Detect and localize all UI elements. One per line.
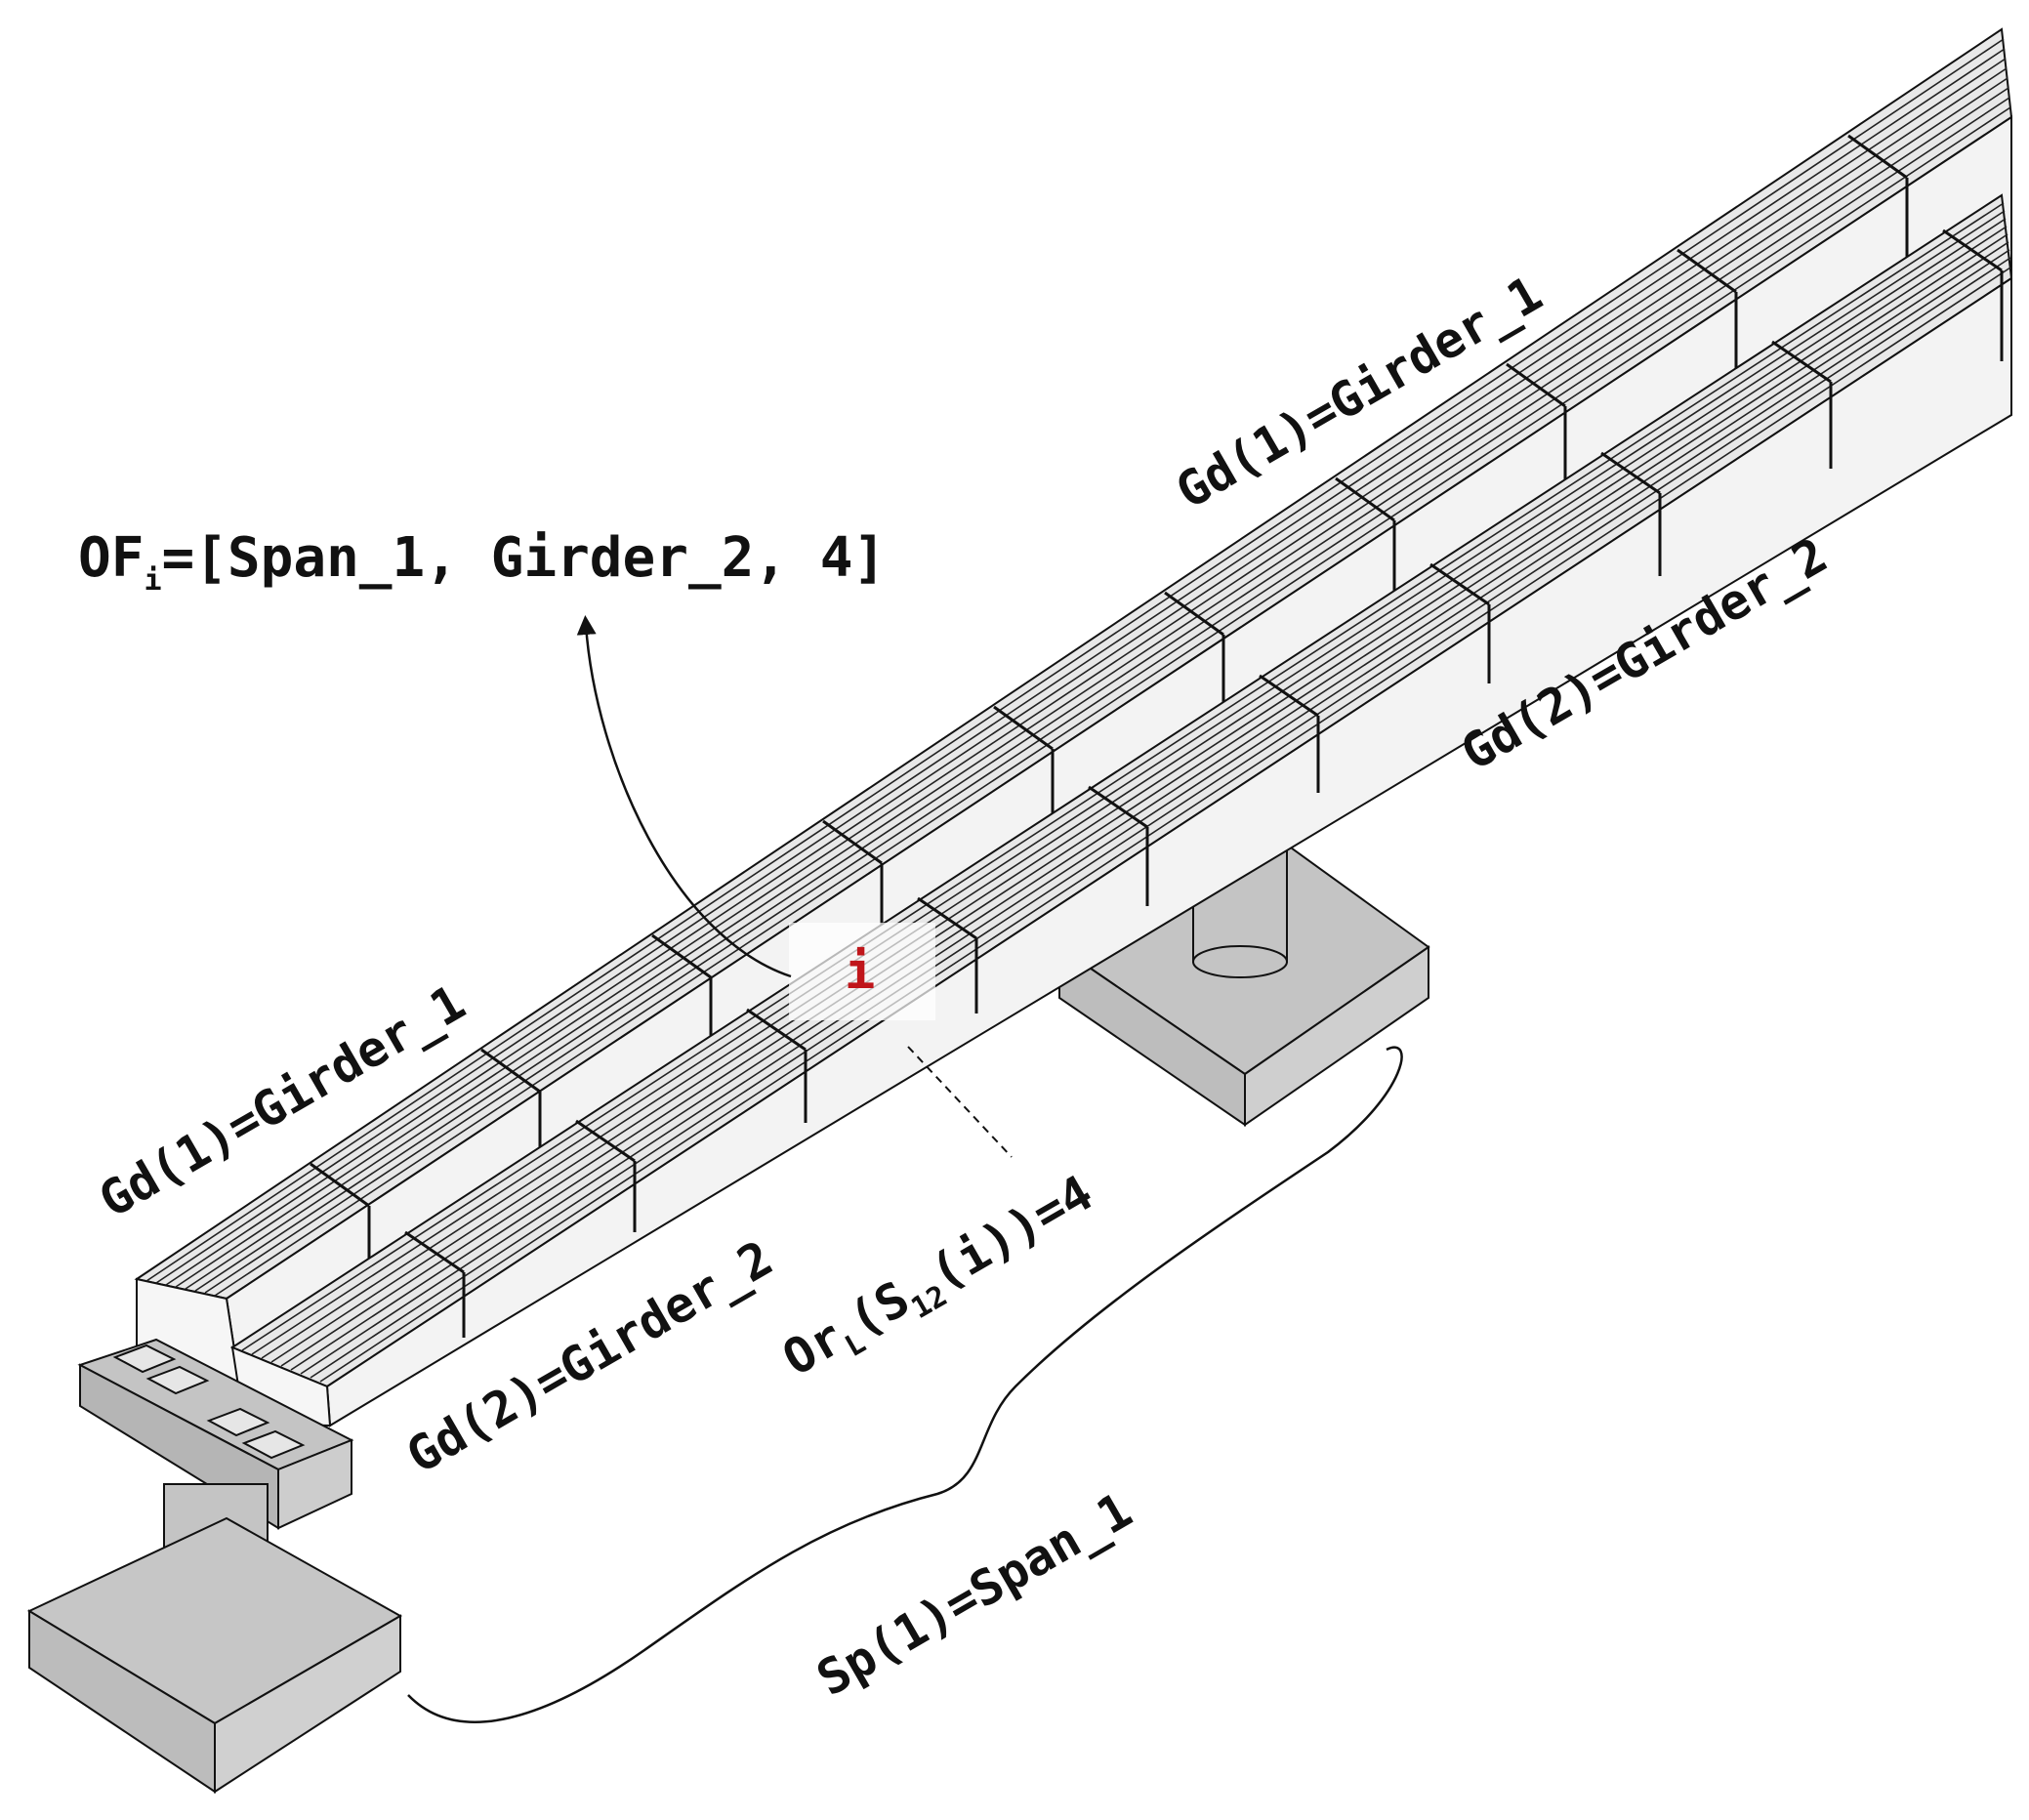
pointer-arrow [576, 615, 792, 978]
span-label: Sp(1)=Span_1 [807, 1482, 1141, 1708]
girder-2-front [325, 276, 2012, 1427]
bearings [112, 1344, 306, 1460]
girder-1-strands [145, 38, 2011, 1297]
girder-2 [229, 193, 2013, 1427]
girder-2-top [229, 193, 2013, 1388]
pier-right-footing-side [1244, 945, 1429, 1127]
girder-2-strands [241, 202, 2011, 1383]
formula-label: OFi=[Span_1, Girder_2, 4] [78, 526, 886, 598]
pier-left [26, 1338, 403, 1794]
segment-marker: i [845, 942, 875, 1001]
span-brace [407, 1046, 1403, 1723]
pier-left-footing-side [214, 1614, 401, 1794]
girder-2-segment-joints [404, 228, 2004, 1338]
selected-segment-highlight [789, 923, 935, 1020]
pier-left-cap-side [277, 1438, 352, 1530]
order-label: OrL(S12(i))=4 [773, 1165, 1106, 1394]
order-leader-line [907, 1046, 1013, 1158]
